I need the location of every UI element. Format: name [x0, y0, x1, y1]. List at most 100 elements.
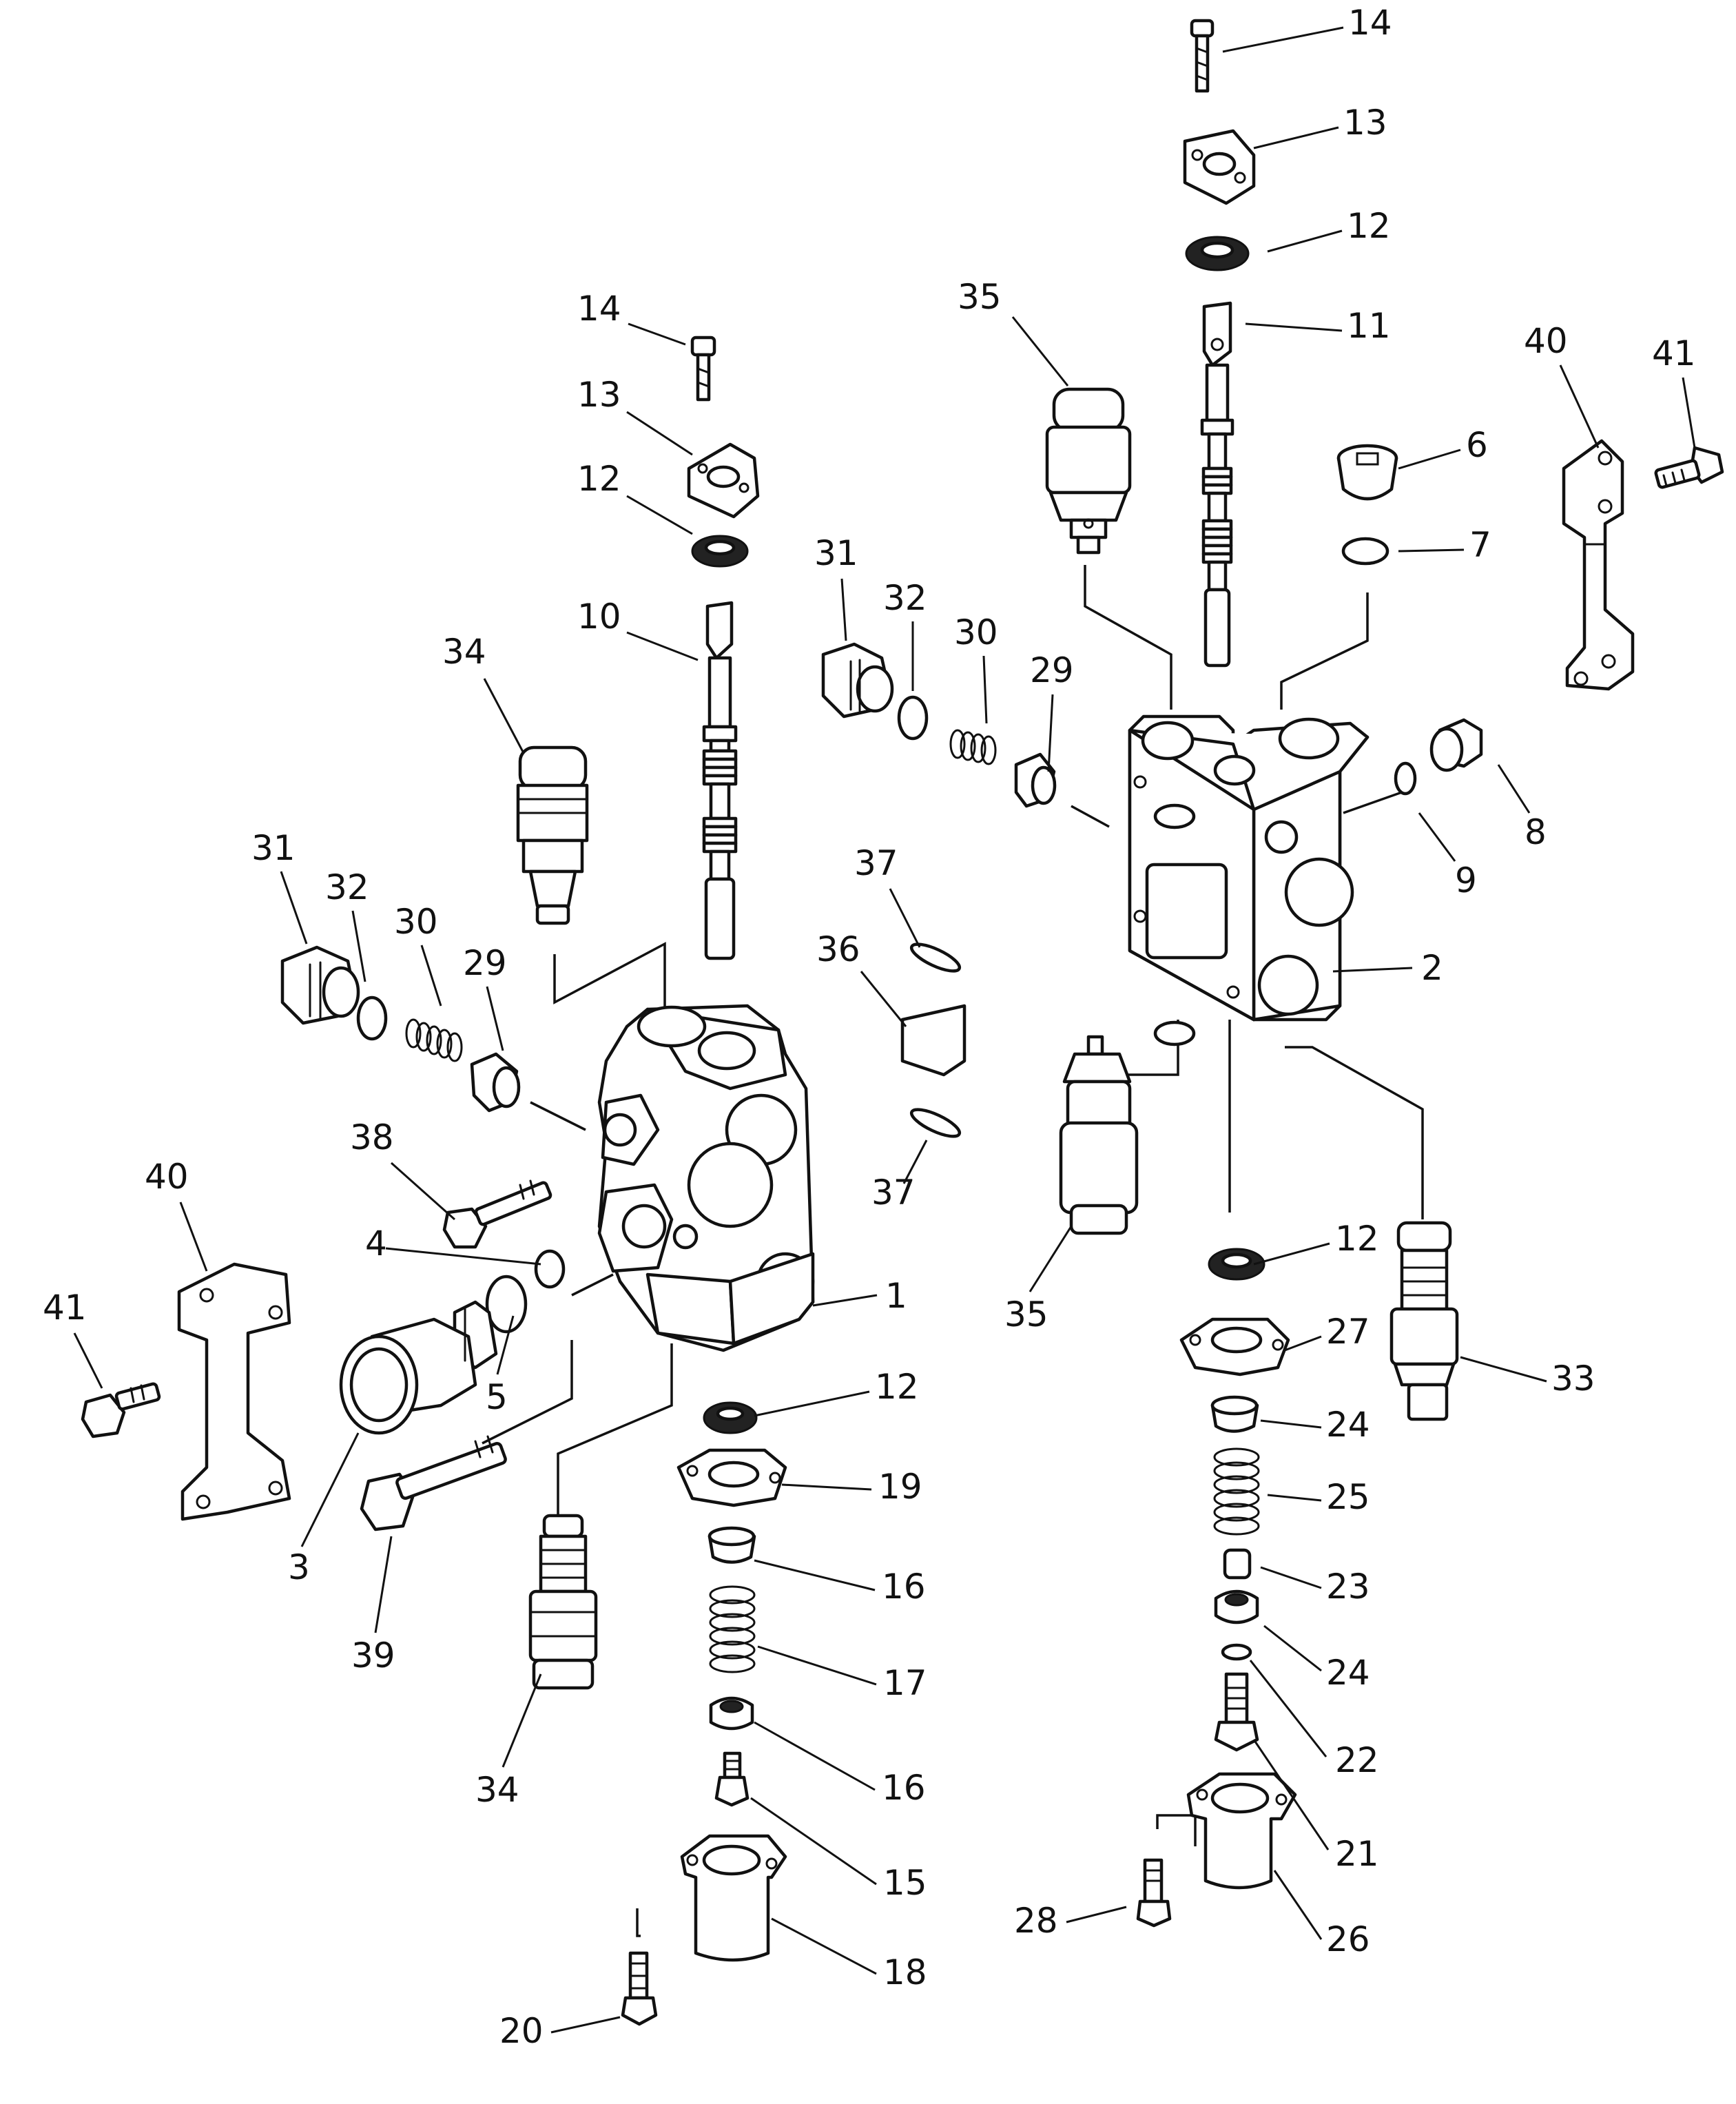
leader-line-6	[1398, 448, 1461, 470]
leader-line-29	[1047, 694, 1054, 772]
callout-28: 28	[1014, 1901, 1058, 1941]
leader-line-19	[781, 1483, 872, 1491]
leader-line-30	[982, 655, 988, 724]
left-spool-stack	[687, 336, 760, 960]
leader-line-36	[860, 971, 907, 1027]
callout-41: 41	[1652, 333, 1696, 373]
leader-line-24	[1263, 1625, 1322, 1672]
relief-valve-35-lower	[1059, 1035, 1139, 1235]
callout-4: 4	[365, 1224, 387, 1264]
callout-9: 9	[1455, 860, 1477, 900]
bolt-39	[360, 1435, 507, 1531]
leader-line-41	[1682, 377, 1696, 448]
callout-30: 30	[394, 902, 438, 942]
callout-10: 10	[577, 597, 621, 637]
bolt-38	[442, 1179, 552, 1249]
callout-7: 7	[1469, 525, 1491, 565]
callout-5: 5	[486, 1377, 508, 1417]
relief-valve-34-lower	[528, 1514, 598, 1690]
valve-body-1	[597, 1004, 815, 1352]
callout-30: 30	[954, 612, 998, 652]
leader-line-5	[496, 1315, 515, 1375]
callout-24: 24	[1326, 1405, 1370, 1445]
leader-line-35	[1029, 1226, 1073, 1292]
callout-12: 12	[577, 459, 621, 499]
callout-29: 29	[1030, 650, 1074, 690]
callout-14: 14	[1348, 3, 1392, 43]
plug-6-oring-7	[1336, 444, 1398, 566]
leader-line-31	[280, 871, 308, 945]
callout-11: 11	[1347, 306, 1391, 346]
plug-8-oring-9	[1394, 718, 1483, 796]
callout-14: 14	[577, 289, 621, 329]
callout-17: 17	[883, 1663, 927, 1703]
leader-line-3	[300, 1432, 360, 1547]
callout-15: 15	[883, 1863, 927, 1903]
leader-line-11	[1245, 322, 1343, 332]
leader-line-16	[754, 1559, 876, 1591]
leader-line-39	[374, 1536, 393, 1633]
spring-17	[709, 1585, 756, 1673]
callout-22: 22	[1335, 1740, 1379, 1780]
leader-line-14	[1222, 26, 1344, 53]
seals-36-37	[900, 942, 967, 1138]
leader-line-28	[1066, 1906, 1127, 1923]
callout-2: 2	[1421, 948, 1443, 988]
leader-line-12	[1267, 229, 1343, 253]
leader-line-22	[1249, 1660, 1327, 1757]
leader-line-12	[1253, 1242, 1330, 1266]
callout-34: 34	[442, 632, 486, 672]
leader-line-29	[486, 986, 504, 1051]
leader-line-14	[628, 322, 686, 346]
leader-line-23	[1260, 1566, 1322, 1589]
leader-line-33	[1460, 1356, 1547, 1383]
bolt-41-upper	[1654, 446, 1724, 489]
leader-line-12	[754, 1390, 870, 1417]
leader-line-32	[351, 910, 366, 982]
callout-29: 29	[463, 943, 507, 983]
leader-line-21	[1252, 1739, 1330, 1850]
plug-3-oring-4-5	[339, 1249, 566, 1435]
leader-line-24	[1260, 1419, 1322, 1429]
leader-line-4	[385, 1247, 541, 1266]
leader-line-38	[391, 1162, 455, 1221]
spring-25	[1213, 1447, 1260, 1536]
callout-37: 37	[871, 1173, 916, 1213]
callout-21: 21	[1335, 1834, 1379, 1874]
lower-centre-stack	[621, 1401, 787, 2026]
callout-18: 18	[883, 1952, 927, 1992]
leader-line-10	[626, 631, 699, 661]
lower-right-stack	[1136, 1248, 1297, 1928]
leader-line-2	[1332, 967, 1413, 973]
leader-line-8	[1497, 764, 1531, 814]
leader-line-40	[179, 1201, 208, 1272]
callout-40: 40	[1524, 321, 1568, 361]
leader-line-25	[1267, 1494, 1322, 1502]
callout-6: 6	[1466, 425, 1488, 465]
right-spool-stack	[1183, 19, 1256, 668]
callout-23: 23	[1326, 1567, 1370, 1607]
callout-3: 3	[288, 1547, 310, 1587]
leader-line-35	[1011, 316, 1069, 386]
callout-31: 31	[814, 533, 858, 573]
callout-13: 13	[1343, 103, 1387, 143]
relief-valve-35-upper	[1045, 387, 1132, 555]
callout-20: 20	[499, 2011, 544, 2051]
leader-line-7	[1398, 548, 1465, 553]
leader-line-13	[1253, 126, 1339, 149]
leader-line-37	[889, 888, 921, 948]
assembly-lines	[482, 565, 1424, 1937]
callout-35: 35	[1004, 1295, 1048, 1334]
callout-32: 32	[325, 867, 369, 907]
callout-40: 40	[145, 1157, 189, 1197]
leader-line-9	[1418, 812, 1456, 862]
leader-line-17	[757, 1645, 877, 1686]
callout-27: 27	[1326, 1312, 1370, 1352]
leader-line-13	[626, 411, 693, 456]
leader-line-31	[840, 578, 847, 641]
callout-41: 41	[43, 1288, 87, 1328]
callout-37: 37	[854, 843, 898, 883]
